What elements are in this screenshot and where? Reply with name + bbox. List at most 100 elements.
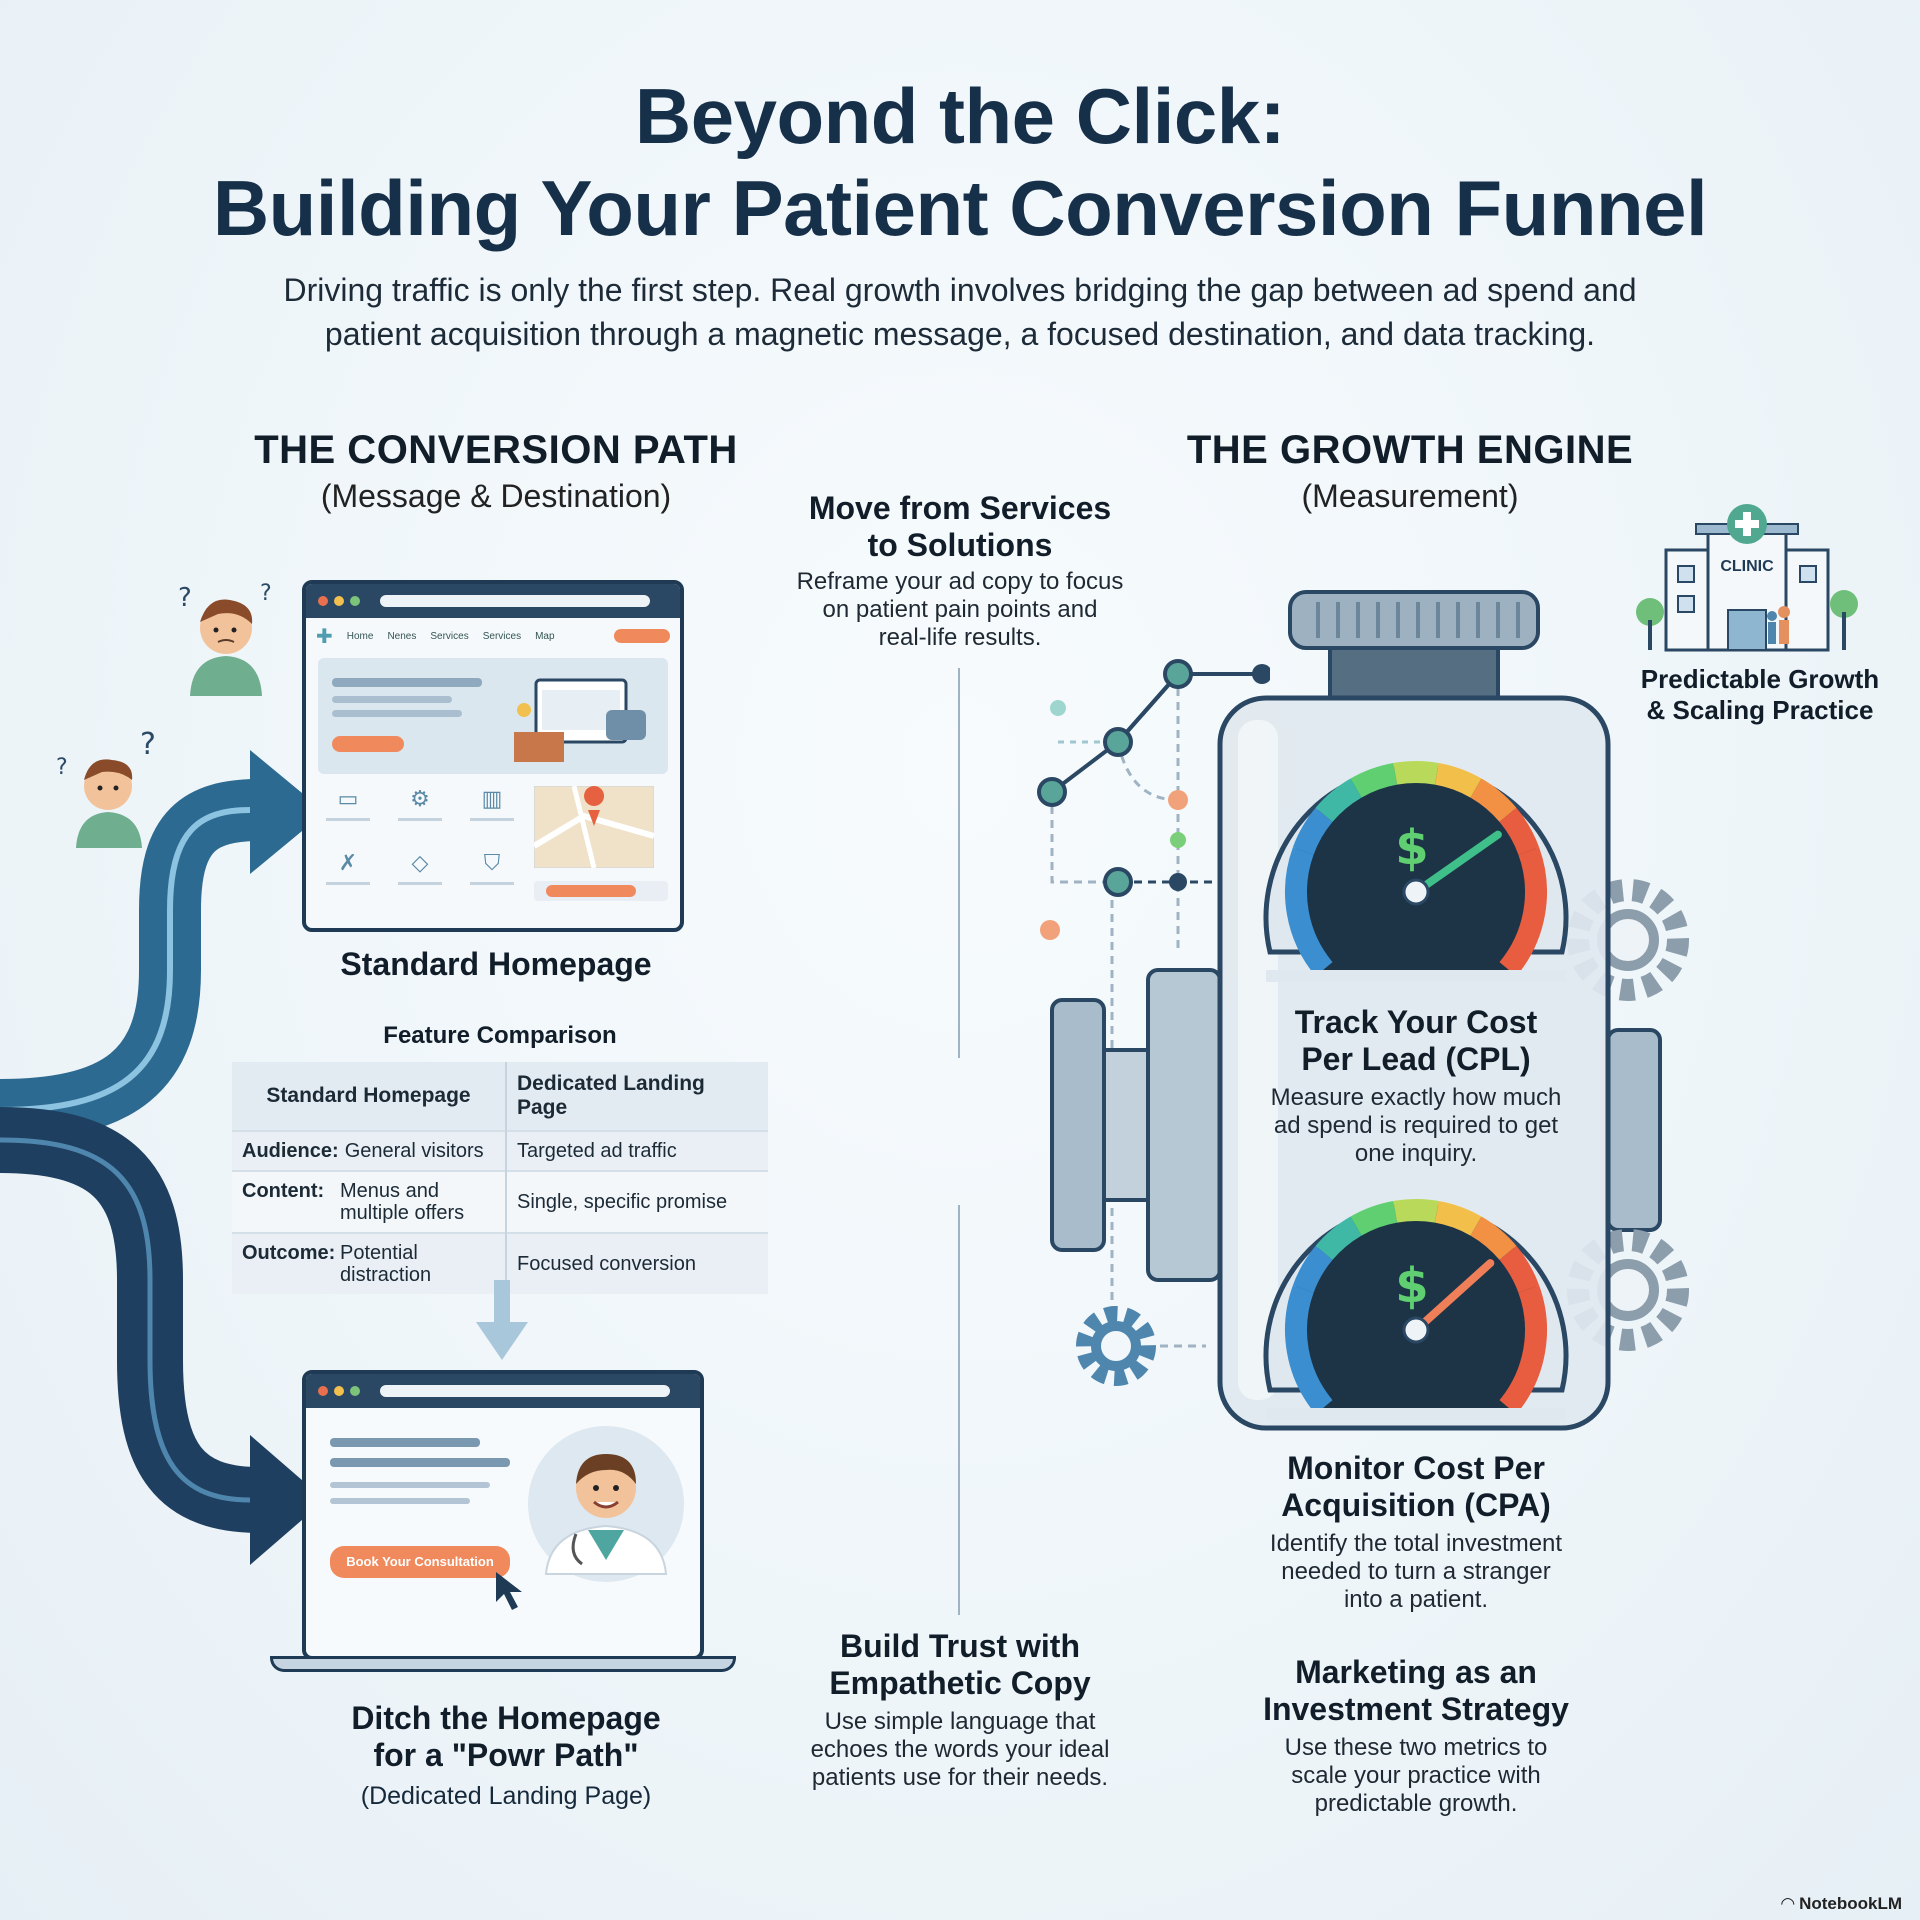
invest-title-line-2: Investment Strategy: [1263, 1691, 1569, 1727]
table-header-landing: Dedicated Landing Page: [506, 1062, 768, 1131]
feature-icon-grid: ▭ ⚙ ▥ ✗ ◇ ⛉: [318, 786, 522, 901]
laptop-base: [270, 1656, 736, 1672]
gauge-arc-segment: [1285, 1285, 1333, 1415]
row-standard: Potential distraction: [340, 1242, 432, 1286]
lower-arrow-highlight: [0, 1137, 251, 1503]
gauge-arc-segment: [1434, 1200, 1482, 1236]
cpa-title: Monitor Cost Per Acquisition (CPA): [1196, 1450, 1636, 1524]
empathetic-copy-title: Build Trust with Empathetic Copy: [740, 1628, 1180, 1702]
gauge-arc-segment: [1292, 807, 1333, 856]
clinic-building-icon: [1636, 504, 1858, 652]
chart-icon: ▥: [462, 786, 522, 838]
standard-homepage-mockup: ✚ Home Nenes Services Services Map ▭ ⚙ ▥…: [302, 580, 684, 932]
cpl-body: Measure exactly how much ad spend is req…: [1216, 1084, 1616, 1168]
gauge-arc-segment: [1499, 807, 1540, 856]
nav-item: Home: [346, 630, 374, 642]
window-dot-green: [350, 1386, 360, 1396]
conversion-path-subtitle: (Message & Destination): [320, 478, 672, 514]
map-panel: [532, 785, 668, 901]
tag-icon: ◇: [390, 850, 450, 902]
cpa-title-line-1: Monitor Cost Per: [1287, 1450, 1545, 1486]
gauge-arc-segment: [1285, 847, 1333, 977]
gauge-arc-segment: [1350, 762, 1398, 798]
services-solutions-body: Reframe your ad copy to focus on patient…: [740, 568, 1180, 652]
browser-bar: [306, 584, 680, 618]
lower-arrowhead: [250, 1435, 325, 1565]
investment-strategy-body: Use these two metrics to scale your prac…: [1196, 1734, 1636, 1818]
title-line-2: Building Your Patient Conversion Funnel: [212, 164, 1708, 252]
cursor-icon: [496, 1572, 522, 1610]
window-dot-yellow: [334, 596, 344, 606]
gauge-arc-segment: [1315, 778, 1362, 823]
landing-title-line-2: for a "Powr Path": [373, 1737, 639, 1773]
gauge-face: [1288, 1202, 1544, 1420]
empathetic-title-line-1: Build Trust with: [840, 1628, 1080, 1664]
homepage-nav: ✚ Home Nenes Services Services Map: [306, 618, 680, 654]
conversion-path-title: THE CONVERSION PATH: [254, 428, 738, 472]
svg-text:?: ?: [56, 755, 68, 780]
down-arrow-icon: [476, 1280, 528, 1360]
gear-icon: ⚙: [390, 786, 450, 838]
table-row: Outcome:Potential distraction Focused co…: [232, 1232, 768, 1294]
growth-engine-title: THE GROWTH ENGINE: [1186, 428, 1634, 472]
investment-strategy-title: Marketing as an Investment Strategy: [1196, 1654, 1636, 1728]
gauge-needle: [1412, 830, 1502, 896]
nav-item: Services: [430, 630, 469, 642]
row-standard: Menus and multiple offers: [340, 1180, 465, 1224]
svg-text:?: ?: [260, 581, 272, 606]
row-landing: Targeted ad traffic: [506, 1130, 768, 1171]
invest-body-line-3: predictable growth.: [1314, 1790, 1518, 1817]
gauge-base: [1266, 970, 1566, 982]
services-body-line-3: real-life results.: [878, 624, 1042, 651]
cpa-gauge: $: [1263, 1199, 1569, 1420]
gauge-arc-segment: [1499, 1285, 1547, 1415]
clinic-caption-line-2: & Scaling Practice: [1646, 695, 1874, 725]
gauge-face: [1288, 764, 1544, 982]
table-row: Audience:General visitors Targeted ad tr…: [232, 1130, 768, 1171]
landing-page-subtitle: (Dedicated Landing Page): [360, 1782, 652, 1810]
gauge-arc-segment: [1292, 1245, 1333, 1294]
invest-body-line-2: scale your practice with: [1291, 1762, 1541, 1789]
nav-item: Services: [482, 630, 522, 642]
services-title-line-2: to Solutions: [867, 527, 1053, 563]
empathetic-copy-body: Use simple language that echoes the word…: [740, 1708, 1180, 1792]
browser-bar: [306, 1374, 700, 1408]
title-line-1: Beyond the Click:: [634, 72, 1286, 160]
table-row: Content:Menus and multiple offers Single…: [232, 1170, 768, 1233]
upper-arrow-highlight: [0, 807, 251, 1113]
invest-body-line-1: Use these two metrics to: [1284, 1734, 1548, 1761]
table-cell: Outcome:Potential distraction: [232, 1232, 507, 1294]
gauge-arc-segment: [1470, 778, 1517, 823]
cpl-title-line-1: Track Your Cost: [1294, 1004, 1538, 1040]
clinic-building: CLINIC: [1636, 500, 1858, 660]
address-bar: [380, 595, 650, 607]
cpa-body-line-2: needed to turn a stranger: [1281, 1558, 1551, 1585]
address-bar: [380, 1385, 670, 1397]
data-network-graph: [1037, 659, 1270, 1310]
gauge-arc-segment: [1393, 1199, 1439, 1223]
feature-comparison-title: Feature Comparison: [383, 1022, 617, 1049]
book-consultation-button[interactable]: Book Your Consultation: [330, 1546, 510, 1578]
cpa-body: Identify the total investment needed to …: [1196, 1530, 1636, 1614]
services-solutions-title: Move from Services to Solutions: [740, 490, 1180, 564]
gauge-arc-segment: [1350, 1200, 1398, 1236]
upper-arrowhead: [250, 750, 325, 874]
empathetic-body-line-2: echoes the words your ideal: [810, 1736, 1110, 1763]
gauge-base: [1266, 1408, 1566, 1420]
cpl-body-line-2: ad spend is required to get: [1273, 1112, 1559, 1139]
cpl-body-line-3: one inquiry.: [1354, 1140, 1478, 1167]
brand-logo-icon: ◠: [1781, 1894, 1800, 1913]
landing-page-title: Ditch the Homepage for a "Powr Path": [276, 1700, 736, 1774]
table-cell: Audience:General visitors: [232, 1130, 507, 1171]
upper-arrow-body: [0, 779, 261, 1141]
gauge-arc-segment: [1393, 761, 1439, 785]
cpl-title: Track Your Cost Per Lead (CPL): [1216, 1004, 1616, 1078]
gauge-arc-segment: [1499, 847, 1547, 977]
small-gear-icon: [1076, 1306, 1206, 1386]
middle-divider-top: [958, 668, 960, 1058]
dollar-icon: $: [1395, 1258, 1428, 1314]
nav-item: Nenes: [387, 630, 417, 642]
cpl-gauge: $: [1263, 761, 1569, 982]
tools-icon: ✗: [318, 850, 378, 902]
clinic-sign: CLINIC: [1720, 558, 1774, 575]
